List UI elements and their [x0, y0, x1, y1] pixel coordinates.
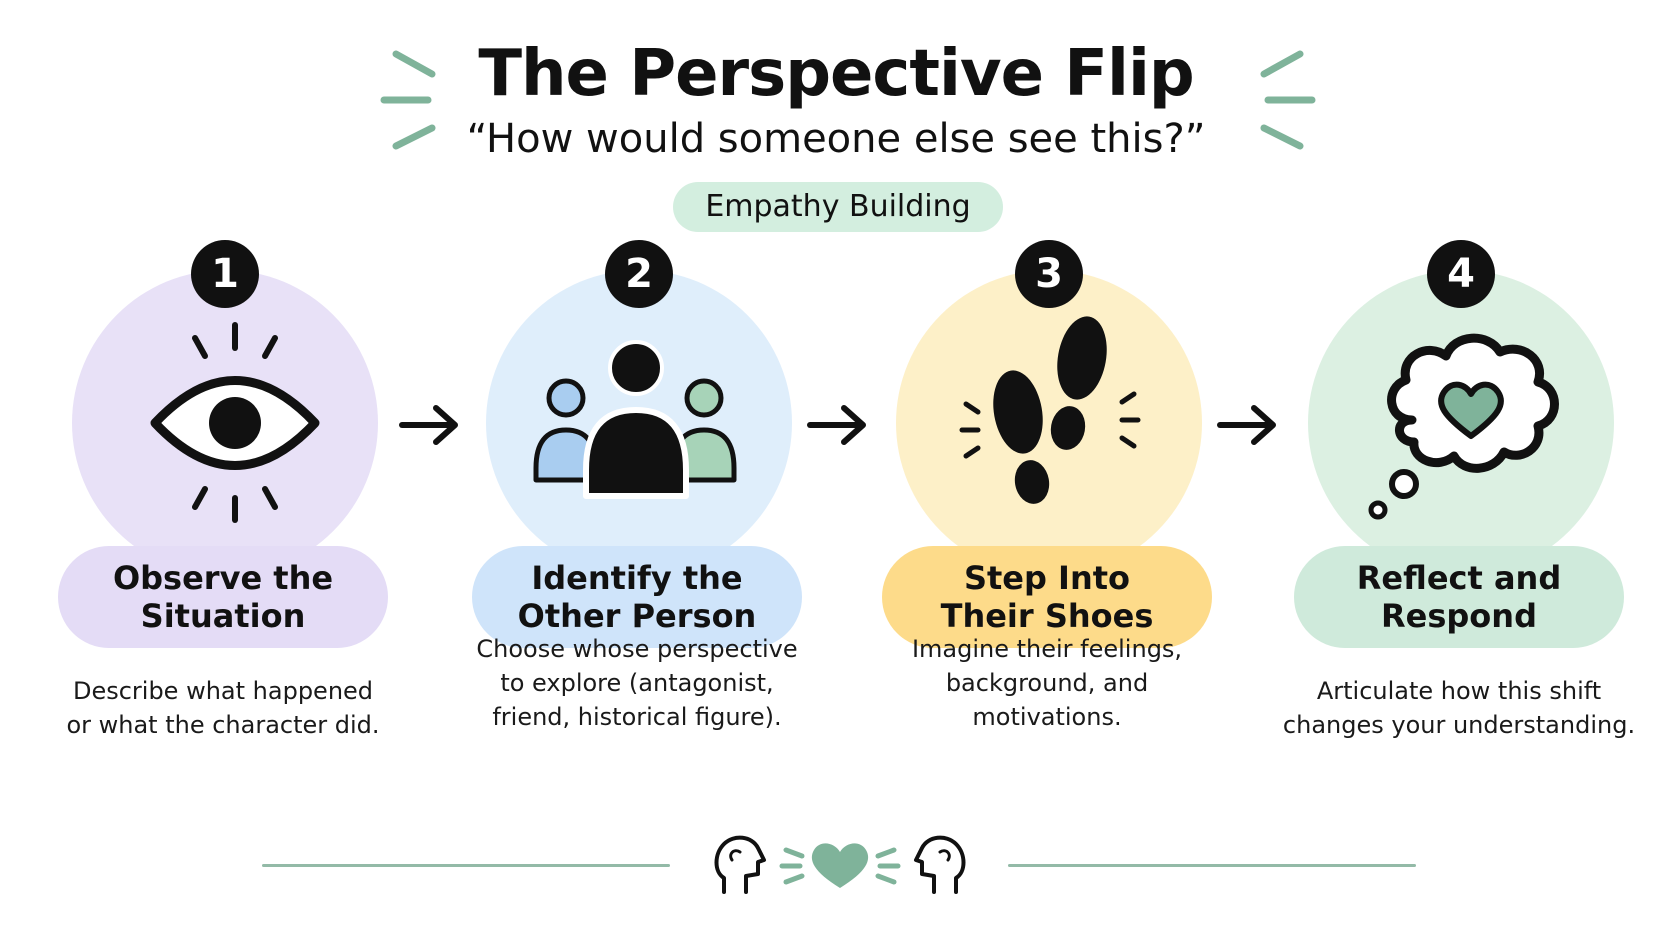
- arrow-right-icon: [1217, 405, 1276, 445]
- category-badge: Empathy Building: [673, 182, 1003, 232]
- step-4-desc-line: changes your understanding.: [1282, 711, 1636, 739]
- burst-left-icon: [380, 50, 436, 150]
- step-3-number: 3: [1015, 240, 1083, 308]
- burst-right-icon: [1260, 50, 1316, 150]
- heart-icon: [811, 843, 869, 888]
- step-2-desc-line: friend, historical figure).: [492, 703, 782, 731]
- step-1-number: 1: [191, 240, 259, 308]
- step-4-desc-line: Articulate how this shift: [1316, 677, 1602, 705]
- step-3-title-line: Step Into: [963, 559, 1131, 597]
- eye-icon: [150, 322, 320, 523]
- footer-divider-left: [262, 864, 670, 867]
- footer-divider-right: [1008, 864, 1416, 867]
- page-subtitle: “How would someone else see this?”: [466, 116, 1206, 162]
- step-1-title-line: Situation: [140, 597, 306, 635]
- step-2-desc-line: Choose whose perspective: [476, 635, 798, 663]
- step-4-title-line: Reflect and: [1356, 559, 1562, 597]
- step-2-title-line: Other Person: [517, 597, 757, 635]
- step-2-title-line: Identify the: [531, 559, 743, 597]
- arrow-right-icon: [399, 405, 458, 445]
- thought-heart-icon: [1368, 333, 1559, 520]
- step-2-description: Choose whose perspective to explore (ant…: [457, 632, 817, 734]
- footer-empathy-icon: [714, 835, 966, 894]
- step-3-title: Step Into Their Shoes: [882, 546, 1212, 648]
- step-3-description: Imagine their feelings, background, and …: [867, 632, 1227, 734]
- step-3-desc-line: motivations.: [972, 703, 1122, 731]
- head-left-icon: [714, 835, 766, 894]
- footprints-icon: [959, 316, 1141, 504]
- step-3-desc-line: background, and: [945, 669, 1149, 697]
- page-title: The Perspective Flip: [478, 37, 1194, 111]
- step-2: 2 Identify the Other Person Choose whose…: [472, 240, 812, 800]
- step-4-title: Reflect and Respond: [1294, 546, 1624, 648]
- step-4-description: Articulate how this shift changes your u…: [1279, 674, 1639, 742]
- arrow-right-icon: [807, 405, 866, 445]
- step-1: 1 Observe the Situation Describe what ha…: [58, 240, 398, 800]
- step-2-number: 2: [605, 240, 673, 308]
- step-3-desc-line: Imagine their feelings,: [911, 635, 1183, 663]
- step-2-desc-line: to explore (antagonist,: [500, 669, 774, 697]
- step-1-title: Observe the Situation: [58, 546, 388, 648]
- people-icon: [533, 340, 737, 499]
- step-4: 4 Reflect and Respond Articulate how thi…: [1283, 240, 1635, 800]
- step-1-desc-line: or what the character did.: [66, 711, 380, 739]
- step-3: 3 Step Into Their Shoes Imagine their fe…: [882, 240, 1222, 800]
- step-3-circle: [896, 270, 1202, 576]
- step-1-description: Describe what happened or what the chara…: [43, 674, 403, 742]
- step-4-number: 4: [1427, 240, 1495, 308]
- step-3-title-line: Their Shoes: [940, 597, 1154, 635]
- step-1-desc-line: Describe what happened: [72, 677, 374, 705]
- head-right-icon: [914, 835, 966, 894]
- step-2-title: Identify the Other Person: [472, 546, 802, 648]
- step-1-title-line: Observe the: [112, 559, 334, 597]
- step-4-title-line: Respond: [1381, 597, 1537, 635]
